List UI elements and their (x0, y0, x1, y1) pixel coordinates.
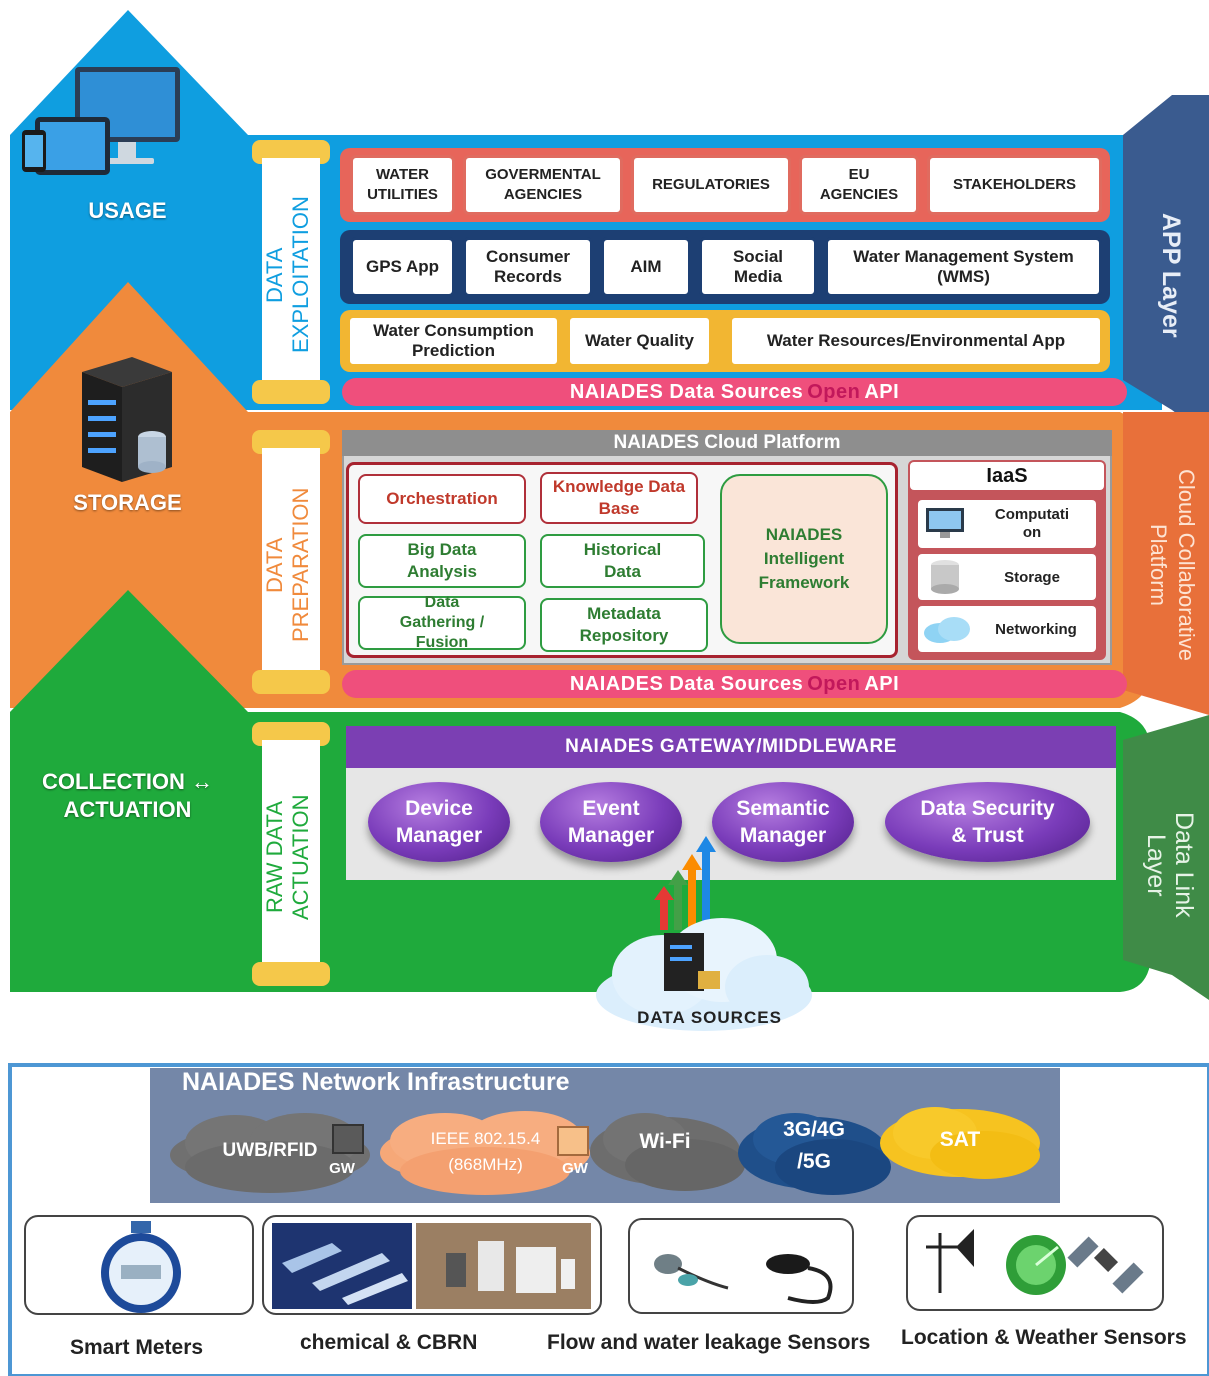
wifi-label: Wi-Fi (639, 1130, 691, 1153)
sat-label: SAT (939, 1128, 981, 1151)
location-weather-box (906, 1215, 1164, 1311)
storage-label: STORAGE (73, 490, 182, 515)
network-title: NAIADES Network Infrastructure (182, 1068, 570, 1096)
network-clouds (170, 1107, 1040, 1195)
gateway-title: NAIADES GATEWAY/MIDDLEWARE (346, 726, 1116, 768)
orchestration-box: Orchestration (358, 474, 526, 524)
big-data-box: Big Data Analysis (358, 534, 526, 588)
app-layer-arrow (1123, 95, 1209, 438)
intelligent-framework-box: NAIADES Intelligent Framework (720, 474, 888, 644)
social-media-box: Social Media (699, 237, 817, 297)
flow-leakage-box (628, 1218, 854, 1314)
environmental-app-box: Water Resources/Environmental App (729, 315, 1103, 367)
historical-data-box: Historical Data (540, 534, 705, 588)
location-weather-label: Location & Weather Sensors (901, 1326, 1187, 1349)
knowledge-base-box: Knowledge Data Base (540, 472, 698, 524)
cloud-icon (924, 617, 970, 643)
datalink-layer-arrow (1123, 715, 1209, 1000)
semantic-manager: Semantic Manager (712, 782, 854, 862)
consumption-prediction-box: Water Consumption Prediction (347, 315, 560, 367)
chemical-cbrn-box (262, 1215, 602, 1315)
iaas-computation: Computati on (918, 500, 1096, 548)
uwb-rfid-label: UWB/RFID (222, 1140, 318, 1161)
database-icon (931, 560, 959, 594)
gps-app-box: GPS App (350, 237, 455, 297)
data-security-trust: Data Security & Trust (885, 782, 1090, 862)
iaas-networking: Networking (918, 606, 1096, 652)
device-manager: Device Manager (368, 782, 510, 862)
iaas-storage: Storage (918, 554, 1096, 600)
smart-meter-icon (101, 1221, 181, 1313)
flow-leakage-label: Flow and water leakage Sensors (547, 1331, 871, 1354)
preparation-scroll (252, 430, 330, 695)
wms-box: Water Management System (WMS) (825, 237, 1102, 297)
computer-devices-icon (22, 67, 180, 175)
server-icon (82, 357, 172, 482)
cbrn-devices-icon (416, 1223, 591, 1309)
aim-box: AIM (601, 237, 691, 297)
governmental-agencies-box: GOVERMENTAL AGENCIES (463, 155, 623, 215)
collection-label: COLLECTION ↔ACTUATION (41, 769, 214, 822)
eu-agencies-box: EU AGENCIES (799, 155, 919, 215)
water-quality-box: Water Quality (567, 315, 712, 367)
flow-sensor-icon (654, 1254, 833, 1304)
cloud-platform-title: NAIADES Cloud Platform (342, 430, 1112, 456)
chemical-cbrn-label: chemical & CBRN (300, 1331, 478, 1354)
stakeholders-box: STAKEHOLDERS (927, 155, 1102, 215)
cloud-collaborative-label: Cloud Collaborative Platform (1146, 469, 1199, 661)
data-link-layer-label: Data Link Layer (1142, 812, 1198, 918)
actuation-scroll (252, 722, 330, 987)
ieee-gw-label: GW (562, 1160, 588, 1177)
smart-meters-label: Smart Meters (70, 1336, 204, 1359)
iaas-title: IaaS (910, 462, 1104, 490)
usage-label: USAGE (88, 198, 167, 223)
uwb-gw-label: GW (329, 1160, 355, 1177)
consumer-records-box: Consumer Records (463, 237, 593, 297)
weather-station-icon (926, 1229, 1144, 1295)
open-api-bar-bottom: NAIADES Data Sources Open API (342, 670, 1127, 698)
data-sources-label: DATA SOURCES (637, 1008, 782, 1027)
data-sources-cloud (596, 918, 812, 1031)
smart-meter-box (24, 1215, 254, 1315)
metadata-box: Metadata Repository (540, 598, 708, 652)
cloud-layer-arrow (1123, 412, 1209, 715)
cellular-label: 3G/4G /5G (783, 1118, 845, 1173)
open-api-bar-top: NAIADES Data Sources Open API (342, 378, 1127, 406)
upload-arrows-icon (654, 836, 716, 930)
exploitation-scroll (252, 140, 330, 405)
computation-icon (926, 508, 964, 538)
data-gathering-box: Data Gathering / Fusion (358, 594, 526, 651)
regulatories-box: REGULATORIES (631, 155, 791, 215)
water-utilities-box: WATER UTILITIES (350, 155, 455, 215)
ieee-label: IEEE 802.15.4 (868MHz) (430, 1129, 541, 1174)
event-manager: Event Manager (540, 782, 682, 862)
chemical-strips-icon (272, 1223, 412, 1309)
app-layer-label: APP Layer (1157, 212, 1185, 338)
